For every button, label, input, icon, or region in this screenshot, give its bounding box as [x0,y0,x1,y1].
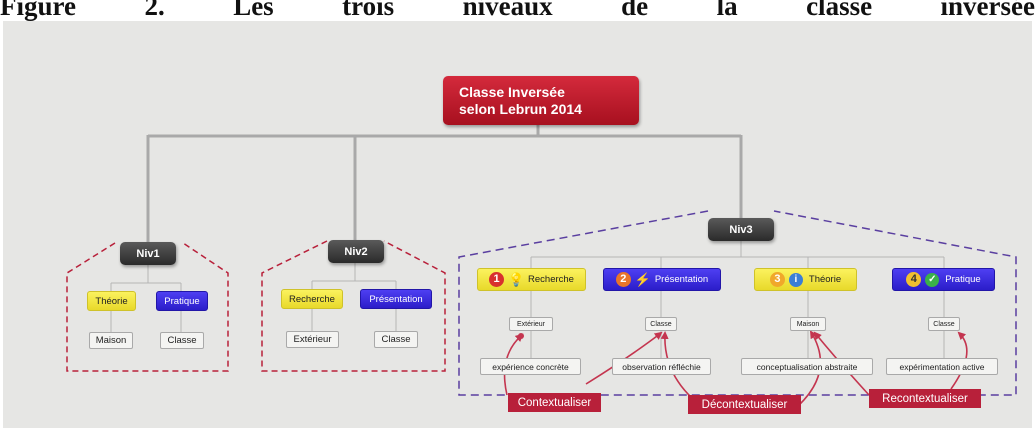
node-label: Recherche [528,274,574,285]
niv1-maison-node[interactable]: Maison [89,332,133,349]
niv3-activity-node[interactable]: expérimentation active [886,358,998,375]
node-label: Recherche [289,293,335,305]
node-label: Classe [650,320,672,328]
root-node[interactable]: Classe Inversée selon Lebrun 2014 [443,76,639,125]
caption-word: niveaux [462,0,553,21]
caption-word: de [621,0,649,21]
info-icon: i [788,272,803,287]
niv3-activity-node[interactable]: expérience concrète [480,358,581,375]
node-label: expérience concrète [492,361,569,372]
decontextualiser-label: Décontextualiser [688,395,801,414]
node-label: Théorie [808,274,842,285]
lightbulb-icon: 💡 [508,271,525,287]
niv3-classe-node[interactable]: Classe [928,317,960,331]
node-label: Extérieur [516,320,545,328]
recontextualiser-label: Recontextualiser [869,389,981,408]
figure-caption: Figure 2. Les trois niveaux de la classe… [0,0,1035,21]
lightning-icon: ⚡ [634,271,652,287]
niv1-theorie-node[interactable]: Théorie [87,291,136,311]
node-label: Classe [381,334,411,345]
niv2-classe-node[interactable]: Classe [374,331,418,348]
caption-word: classe [806,0,873,21]
niv3-step1-node[interactable]: 1 💡 Recherche [477,268,586,291]
node-label: expérimentation active [899,361,985,372]
niv2-exterieur-node[interactable]: Extérieur [286,331,339,348]
niv2-presentation-node[interactable]: Présentation [360,289,432,309]
niv3-step2-node[interactable]: 2 ⚡ Présentation [603,268,721,291]
niv3-activity-node[interactable]: observation réfléchie [612,358,711,375]
caption-word: inversée [940,0,1035,21]
niv1-classe-node[interactable]: Classe [160,332,204,349]
node-label: Théorie [95,295,128,307]
niv3-label: Niv3 [729,223,753,236]
niv1-dashed-outline [66,242,229,372]
caption-word: trois [342,0,395,21]
node-label: Maison [796,320,820,328]
niv3-exterieur-node[interactable]: Extérieur [509,317,553,331]
step-number-badge: 3 [769,272,785,287]
node-label: Présentation [369,293,423,305]
check-icon: ✓ [925,272,940,287]
niv3-maison-node[interactable]: Maison [790,317,826,331]
caption-word: 2. [144,0,165,21]
caption-word: la [716,0,738,21]
arrow-dot [518,333,524,339]
node-label: conceptualisation abstraite [756,361,858,372]
niv3-classe-node[interactable]: Classe [645,317,677,331]
niv2-dashed-outline [261,240,446,372]
node-label: Maison [95,335,127,346]
niv3-step4-node[interactable]: 4 ✓ Pratique [892,268,995,291]
node-label: observation réfléchie [622,361,701,372]
caption-word: Les [233,0,274,21]
node-label: Présentation [654,274,709,285]
niv1-pratique-node[interactable]: Pratique [156,291,208,311]
trunk-connectors [146,125,743,242]
niv2-recherche-node[interactable]: Recherche [281,289,343,309]
niv3-activity-node[interactable]: conceptualisation abstraite [741,358,873,375]
branch-connectors [110,241,945,358]
step-number-badge: 2 [615,272,631,287]
mind-map-canvas: Classe Inversée selon Lebrun 2014 Niv1 T… [3,21,1032,428]
step-number-badge: 1 [489,272,505,287]
step-number-badge: 4 [906,272,922,287]
node-label: Classe [167,335,197,346]
root-title-line1: Classe Inversée [459,83,565,100]
node-label: Pratique [164,295,200,307]
node-label: Classe [933,320,955,328]
niv2-label: Niv2 [344,245,368,258]
contextualiser-label: Contextualiser [508,393,601,412]
niv2-node[interactable]: Niv2 [328,240,384,263]
niv1-label: Niv1 [136,247,160,260]
niv3-step3-node[interactable]: 3 i Théorie [754,268,857,291]
niv3-node[interactable]: Niv3 [708,218,774,241]
caption-word: Figure [0,0,76,21]
niv1-node[interactable]: Niv1 [120,242,176,265]
node-label: Pratique [945,274,981,285]
node-label: Extérieur [293,334,332,345]
root-title-line2: selon Lebrun 2014 [459,100,582,117]
